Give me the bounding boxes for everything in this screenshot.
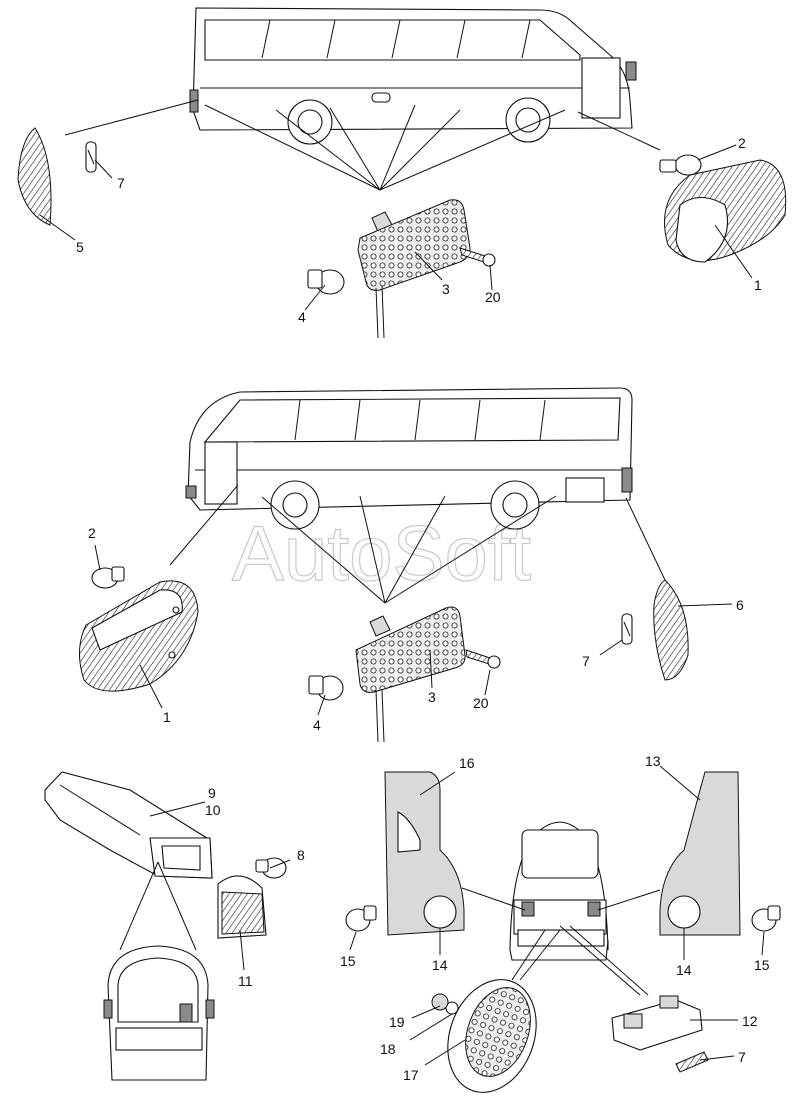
- festoon-bulb-7-bottom: [675, 1051, 709, 1073]
- callout-20: 20: [485, 289, 501, 305]
- leader-lines-s2: [169, 484, 666, 604]
- leader-lines-s3: [461, 887, 661, 996]
- callout-7: 7: [738, 1049, 746, 1065]
- bus-side-view-middle: [185, 387, 633, 530]
- callout-7: 7: [117, 175, 125, 191]
- callout-15-right: 15: [754, 957, 770, 973]
- side-marker-lamp-3-middle: [355, 606, 466, 743]
- festoon-bulb-7: [85, 141, 97, 173]
- tail-lamp-16: [384, 771, 465, 936]
- bulb-4-top: [307, 269, 345, 295]
- callout-13: 13: [645, 753, 661, 769]
- callout-15-left: 15: [340, 953, 356, 969]
- callouts-s1: 5 7 3 4 20 1 2: [76, 135, 762, 325]
- callout-11: 11: [238, 973, 253, 989]
- marker-lamp-lens-5: [17, 127, 52, 226]
- callout-14-left: 14: [432, 957, 448, 973]
- round-lamp-17: [447, 979, 537, 1093]
- callout-1: 1: [163, 709, 171, 725]
- callout-7: 7: [582, 653, 590, 669]
- callout-4: 4: [313, 717, 321, 733]
- leader-lines-s1: [64, 99, 661, 191]
- callout-leaders-s1: [39, 144, 753, 311]
- tail-lamp-13: [659, 771, 741, 936]
- headlamp-housing-9-10: [44, 771, 213, 879]
- corner-lamp-1-top: [664, 159, 787, 263]
- callout-17: 17: [403, 1067, 419, 1083]
- callout-1: 1: [754, 277, 762, 293]
- callout-6: 6: [736, 597, 744, 613]
- bus-front-view: [103, 861, 215, 1081]
- bulb-2-top: [659, 154, 702, 176]
- callout-14-right: 14: [676, 962, 692, 978]
- bus-side-view-top: [189, 7, 637, 145]
- screw-20-middle: [465, 649, 501, 669]
- licence-plate-lamp-12: [611, 995, 703, 1051]
- callout-4: 4: [298, 309, 306, 325]
- callout-5: 5: [76, 239, 84, 255]
- callout-leaders-s3: [149, 765, 765, 1066]
- callout-12: 12: [742, 1013, 758, 1029]
- bus-rear-view: [509, 821, 609, 961]
- callout-3: 3: [428, 689, 436, 705]
- callout-2: 2: [738, 135, 746, 151]
- callouts-s2: 2 1 3 4 20 6 7: [88, 525, 744, 733]
- bulb-4-middle: [308, 675, 344, 701]
- corner-lamp-1-middle: [79, 580, 199, 692]
- callout-9: 9: [208, 785, 216, 801]
- callout-19: 19: [389, 1014, 405, 1030]
- callout-leaders-s2: [94, 544, 733, 716]
- bulb-2-middle: [91, 566, 125, 589]
- callout-8: 8: [297, 847, 305, 863]
- bulb-15-right: [751, 905, 781, 932]
- watermark-text: AutoSoft: [232, 509, 532, 597]
- nut-19: [431, 993, 449, 1011]
- side-marker-lamp-3-top: [357, 199, 471, 339]
- clearance-lamp-11: [217, 875, 267, 939]
- callout-18: 18: [380, 1041, 396, 1057]
- festoon-bulb-7-middle: [621, 613, 633, 645]
- callout-10: 10: [205, 802, 221, 818]
- marker-lamp-lens-6: [653, 579, 689, 681]
- callouts-s3: 9 10 8 11 16 13 14 14 15 15 12 7 17 18 1…: [205, 753, 770, 1083]
- callout-16: 16: [459, 755, 475, 771]
- callout-3: 3: [442, 281, 450, 297]
- callout-20: 20: [473, 695, 489, 711]
- callout-2: 2: [88, 525, 96, 541]
- bulb-15-left: [345, 905, 377, 932]
- screw-20-top: [459, 247, 496, 267]
- bulb-8: [255, 857, 287, 879]
